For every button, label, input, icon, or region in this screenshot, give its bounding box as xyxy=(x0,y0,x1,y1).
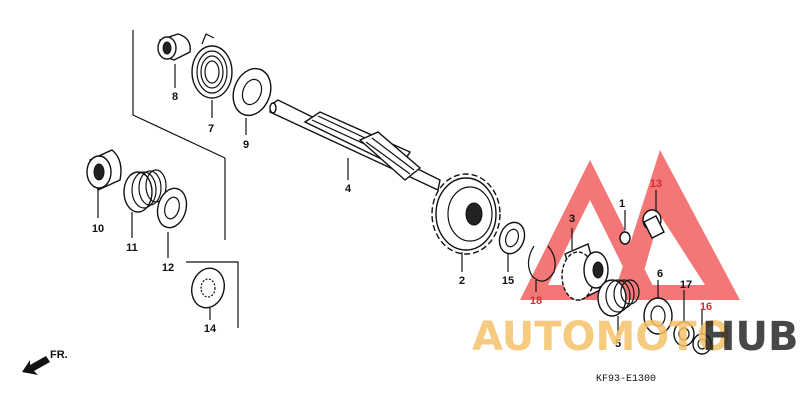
gear-part-2 xyxy=(431,173,501,272)
callout-16: 16 xyxy=(700,301,712,313)
washer-part-6 xyxy=(643,280,673,335)
bushing-part-8 xyxy=(157,33,191,88)
spring-part-11 xyxy=(123,169,167,238)
washer-part-17 xyxy=(673,290,695,347)
callout-15: 15 xyxy=(502,275,514,287)
direction-label: FR. xyxy=(50,349,68,361)
callout-14: 14 xyxy=(204,323,217,335)
callout-13: 13 xyxy=(650,178,662,190)
callout-1: 1 xyxy=(619,198,625,210)
watermark-text-b: HUB xyxy=(702,314,798,360)
bolt-part-13 xyxy=(642,190,665,239)
circlip-part-18 xyxy=(527,245,556,292)
drawing-code: KF93-E1300 xyxy=(596,374,656,385)
gear-part-3 xyxy=(561,228,609,301)
callout-8: 8 xyxy=(172,91,178,103)
callout-labels: 1 2 3 4 5 6 7 8 9 10 11 12 13 14 15 16 1… xyxy=(92,91,712,350)
watermark-logo xyxy=(520,150,740,300)
callout-17: 17 xyxy=(680,279,692,291)
callout-4: 4 xyxy=(345,183,352,195)
callout-3: 3 xyxy=(569,213,575,225)
callout-6: 6 xyxy=(657,268,663,280)
washer-part-12 xyxy=(156,187,188,258)
callout-5: 5 xyxy=(615,338,621,350)
washer-part-14 xyxy=(191,267,225,320)
callout-10: 10 xyxy=(92,223,104,235)
callout-18: 18 xyxy=(530,295,542,307)
group-frame-upper xyxy=(132,30,239,328)
arrow-icon xyxy=(22,356,50,375)
watermark-triangle-right xyxy=(612,150,740,300)
bearing-part-10 xyxy=(86,149,122,218)
ring-part-1 xyxy=(619,210,631,245)
callout-7: 7 xyxy=(208,123,214,135)
nut-part-16 xyxy=(692,310,712,355)
washer-part-15 xyxy=(498,221,526,272)
callout-12: 12 xyxy=(162,262,174,274)
front-direction-arrow: FR. xyxy=(22,349,68,375)
callout-9: 9 xyxy=(243,139,249,151)
callout-11: 11 xyxy=(126,242,138,254)
spring-part-5 xyxy=(597,279,640,335)
washer-part-9 xyxy=(232,67,272,135)
watermark-text-a: AUTOMOTO xyxy=(472,314,731,360)
spring-part-7 xyxy=(191,33,233,118)
callout-2: 2 xyxy=(459,275,465,287)
shaft-part-4 xyxy=(269,99,441,192)
